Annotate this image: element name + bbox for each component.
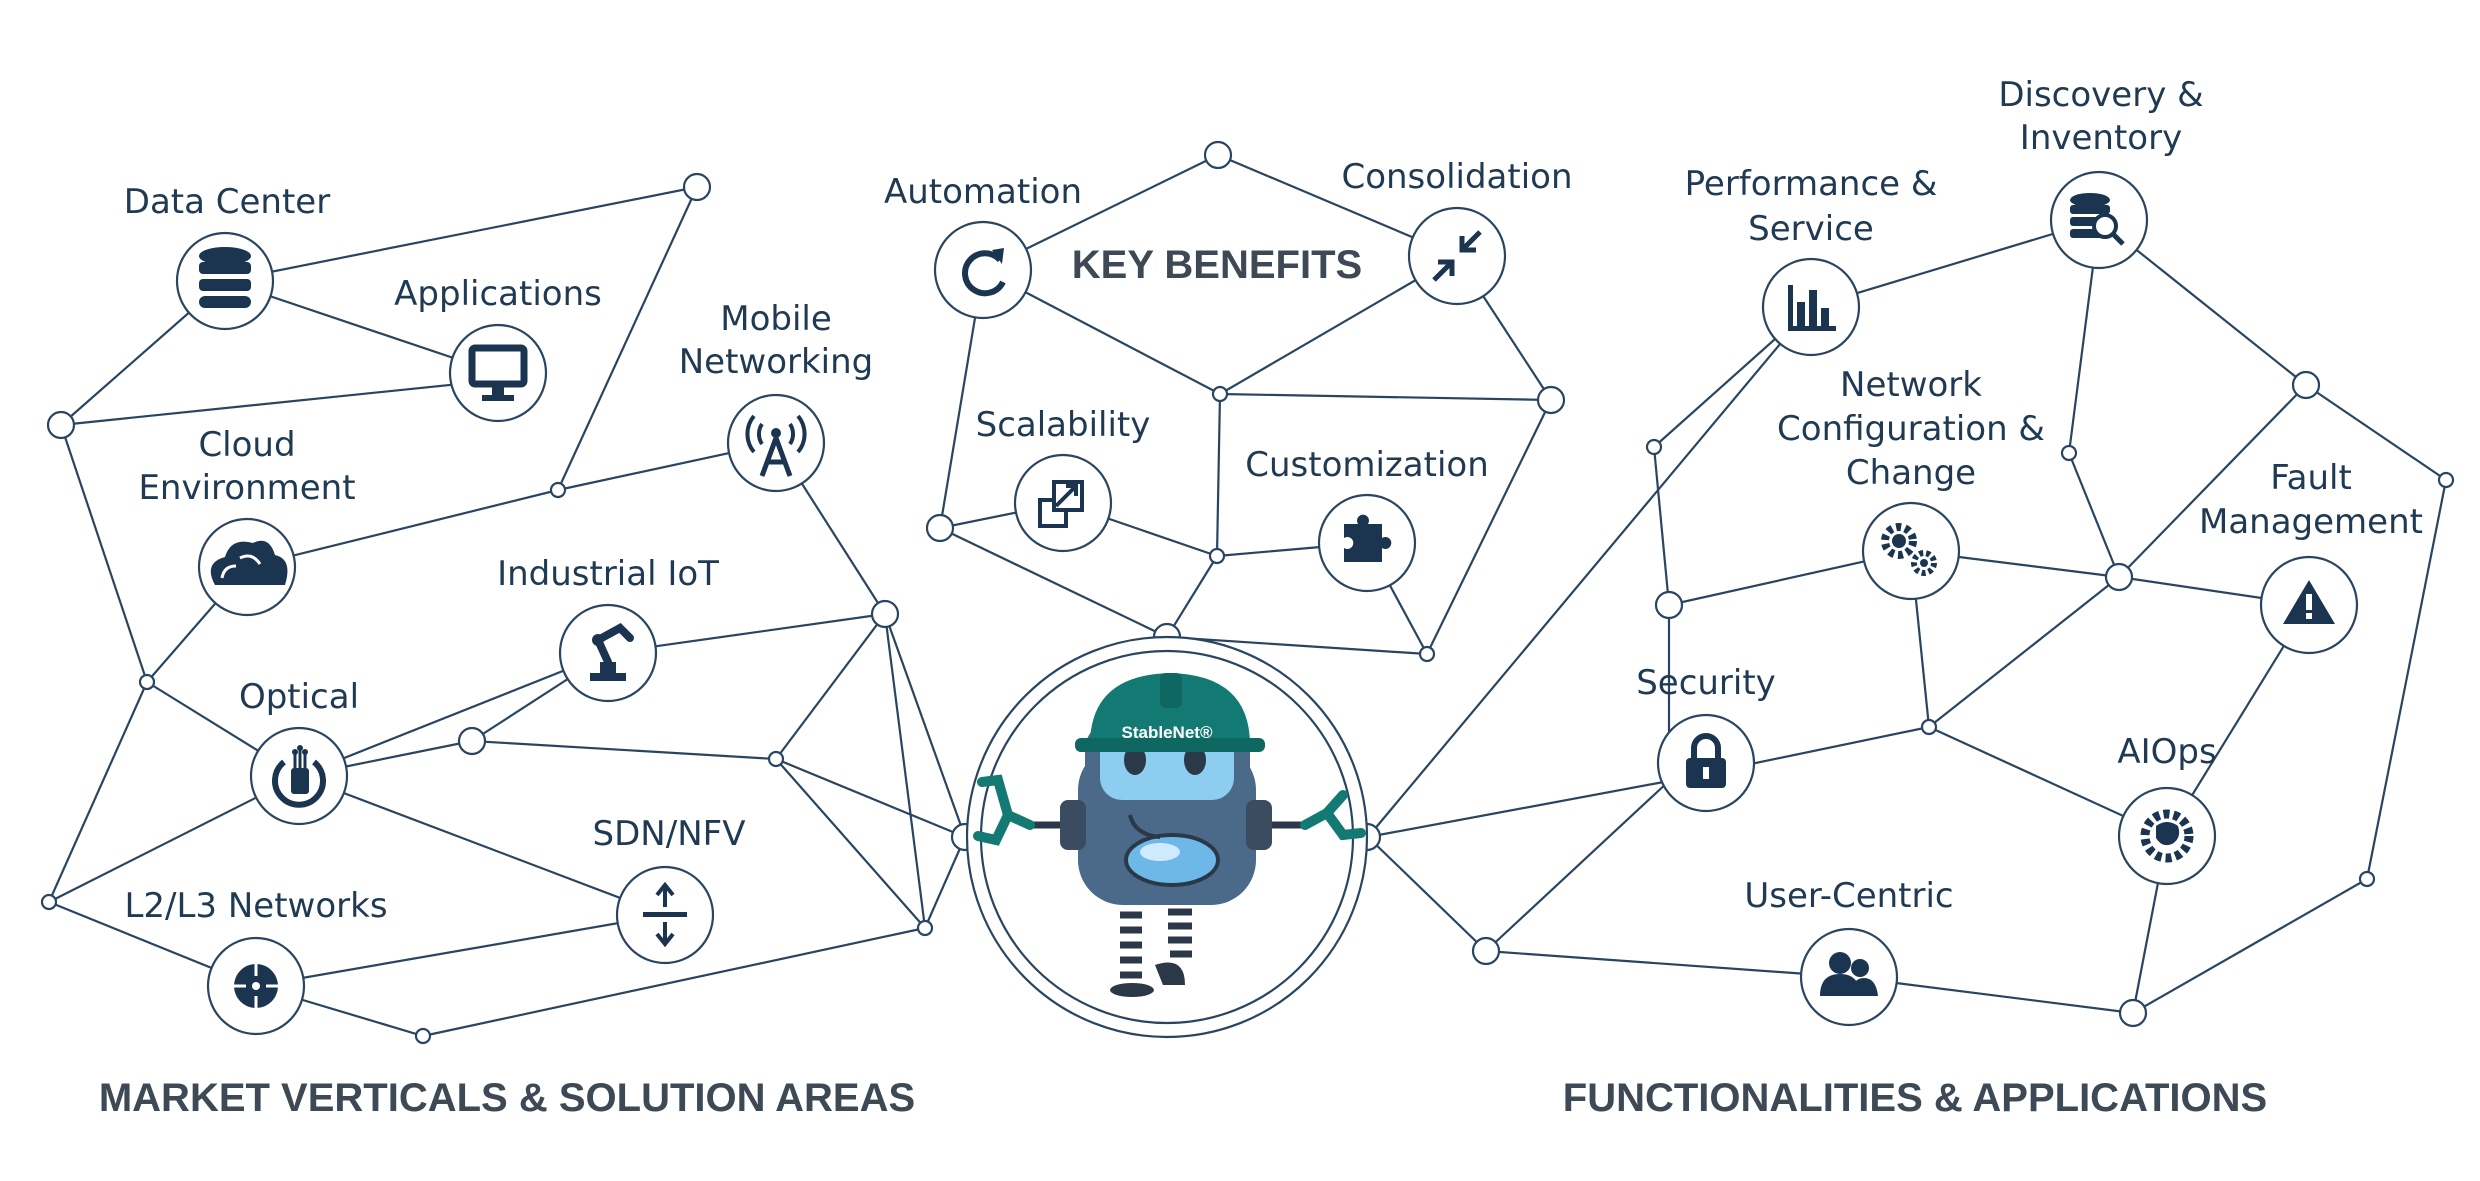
node-cloud-environment[interactable] [197,517,297,617]
junction-points [40,140,2455,1045]
node-sdn-nfv[interactable] [615,865,715,965]
bar-chart-icon [1788,285,1836,331]
label-automation: Automation [884,172,1082,212]
right-section-title: FUNCTIONALITIES & APPLICATIONS [1563,1076,2267,1120]
label-mobile-line-2: Networking [679,342,874,382]
node-aiops[interactable] [2117,786,2217,886]
gears-icon [1881,523,1937,576]
lock-icon [1686,733,1726,788]
helmet-text: StableNet® [1122,723,1213,742]
label-user-centric: User-Centric [1744,876,1953,916]
compress-icon [1432,230,1482,282]
label-sdn-nfv: SDN/NFV [593,814,746,854]
database-icon [199,247,251,308]
node-security[interactable] [1656,713,1756,813]
refresh-icon [962,248,1006,297]
label-fault-line-2: Management [2199,502,2423,542]
ai-brain-icon [2140,809,2194,863]
node-discovery-inventory[interactable] [2049,170,2149,270]
label-scalability: Scalability [976,405,1151,445]
label-discovery-line-1: Discovery & [1998,75,2203,115]
crosshair-icon [232,962,280,1010]
fiber-icon [272,745,326,808]
label-industrial-iot: Industrial IoT [497,554,719,594]
label-netconf-line-3: Change [1846,453,1976,493]
cloud-icon [210,540,288,585]
label-netconf-line-2: Configuration & [1777,409,2045,449]
label-performance-line-1: Performance & [1685,164,1938,204]
label-l2l3: L2/L3 Networks [124,886,387,926]
label-discovery-line-2: Inventory [2020,118,2182,158]
node-network-configuration[interactable] [1861,501,1961,601]
stablenet-mascot: StableNet® [965,635,1369,1039]
node-performance-service[interactable] [1761,257,1861,357]
node-consolidation[interactable] [1407,206,1507,306]
node-data-center[interactable] [175,231,275,331]
puzzle-icon [1344,514,1392,562]
monitor-icon [468,344,528,401]
label-customization: Customization [1245,445,1489,485]
robot-arm-icon [590,623,634,681]
label-aiops: AIOps [2117,732,2216,772]
label-performance-line-2: Service [1748,209,1874,249]
warning-icon [2283,580,2335,624]
label-mobile-line-1: Mobile [720,299,832,339]
label-security: Security [1636,663,1776,703]
left-section-title: MARKET VERTICALS & SOLUTION AREAS [99,1076,915,1120]
node-user-centric[interactable] [1799,927,1899,1027]
node-applications[interactable] [448,323,548,423]
antenna-icon [745,414,807,477]
node-optical[interactable] [249,726,349,826]
database-search-icon [2070,193,2125,246]
node-automation[interactable] [933,220,1033,320]
label-optical: Optical [239,677,359,717]
node-l2l3-networks[interactable] [206,936,306,1036]
label-cloud-line-1: Cloud [198,425,295,465]
network-edges [47,153,2448,1038]
key-benefits-title: KEY BENEFITS [1072,243,1362,287]
label-applications: Applications [394,274,602,314]
label-cloud-line-2: Environment [138,468,355,508]
node-customization[interactable] [1317,493,1417,593]
scale-icon [1038,480,1084,528]
sdn-arrows-icon [643,881,687,948]
label-consolidation: Consolidation [1341,157,1572,197]
node-mobile-networking[interactable] [726,393,826,493]
label-fault-line-1: Fault [2270,458,2352,498]
node-industrial-iot[interactable] [558,603,658,703]
node-scalability[interactable] [1013,453,1113,553]
label-netconf-line-1: Network [1840,365,1982,405]
node-fault-management[interactable] [2259,555,2359,655]
label-data-center: Data Center [124,182,330,222]
users-icon [1820,952,1878,996]
